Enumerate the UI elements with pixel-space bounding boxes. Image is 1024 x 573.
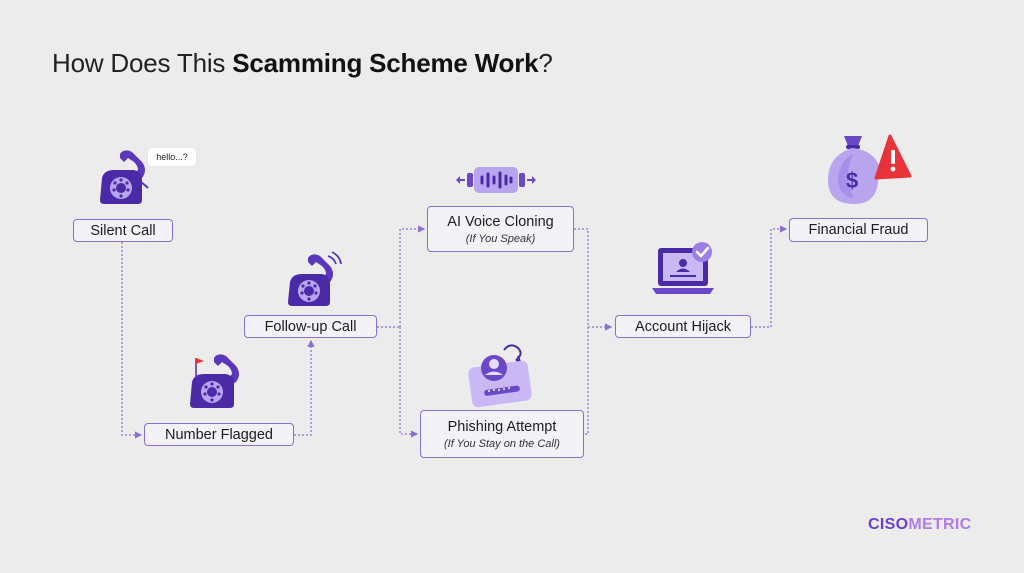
robot-voice-icon [456, 167, 536, 193]
node-number-flagged-label: Number Flagged [165, 426, 273, 443]
node-phishing-attempt-label: Phishing Attempt [447, 418, 557, 435]
node-phishing-attempt-sub: (If You Stay on the Call) [444, 437, 560, 450]
node-number-flagged: Number Flagged [144, 423, 294, 446]
money-bag-alert-icon: $ [828, 134, 912, 204]
node-account-hijack-label: Account Hijack [635, 318, 731, 335]
node-ai-voice-cloning: AI Voice Cloning (If You Speak) [427, 206, 574, 252]
connector-voice-to-join [574, 228, 589, 435]
node-ai-voice-cloning-label: AI Voice Cloning [447, 213, 554, 230]
connector-flagged-to-followup [294, 339, 315, 436]
brand-logo: CISOMETRIC [868, 516, 971, 534]
page-title: How Does This Scamming Scheme Work? [52, 48, 553, 79]
flagged-phone-icon [190, 354, 239, 408]
connector-to-phishing [399, 327, 419, 438]
svg-text:$: $ [846, 168, 858, 193]
brand-part2: METRIC [908, 516, 972, 533]
node-financial-fraud: Financial Fraud [789, 218, 928, 242]
node-phishing-attempt: Phishing Attempt (If You Stay on the Call… [420, 410, 584, 458]
ringing-phone-icon [288, 251, 342, 306]
connector-to-voice-cloning [399, 225, 426, 327]
title-prefix: How Does This [52, 48, 233, 78]
connector-hijack-to-fraud [751, 225, 788, 328]
brand-part1: CISO [868, 516, 909, 533]
speech-bubble: hello...? [148, 148, 196, 166]
node-silent-call: Silent Call [73, 219, 173, 242]
node-ai-voice-cloning-sub: (If You Speak) [465, 232, 536, 245]
rotary-phone-icon [100, 150, 149, 204]
title-suffix: ? [538, 48, 553, 78]
connector-silent-to-flagged [121, 242, 143, 439]
node-follow-up-call-label: Follow-up Call [264, 318, 357, 335]
phishing-card-icon [468, 344, 532, 408]
node-silent-call-label: Silent Call [90, 222, 156, 239]
title-bold: Scamming Scheme Work [232, 48, 539, 78]
node-account-hijack: Account Hijack [615, 315, 751, 338]
laptop-verified-icon [652, 242, 714, 294]
speech-bubble-text: hello...? [156, 152, 188, 162]
node-financial-fraud-label: Financial Fraud [808, 222, 909, 238]
node-follow-up-call: Follow-up Call [244, 315, 377, 338]
